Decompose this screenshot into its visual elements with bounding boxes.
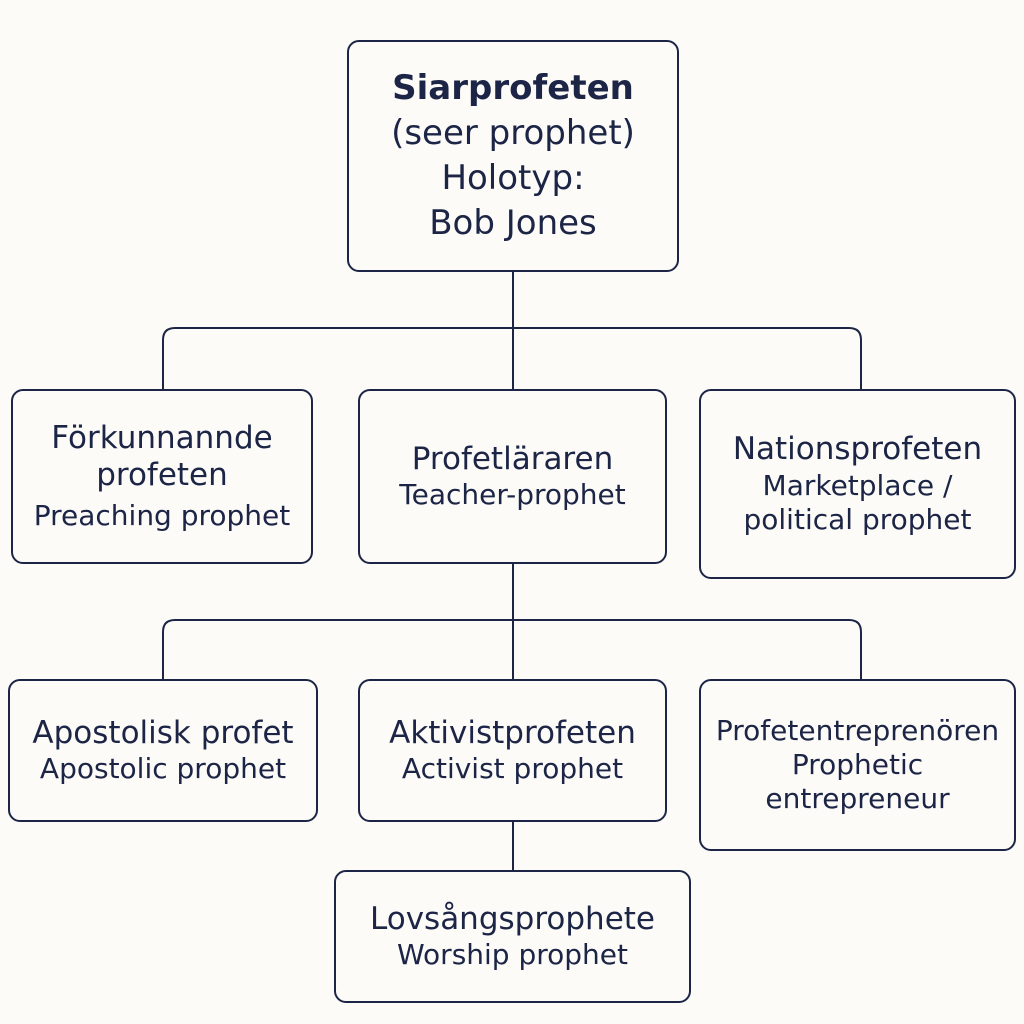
node-title: Nationsprofeten [732,430,983,467]
node-english-line2: entrepreneur [765,782,950,816]
node-english-line1: Marketplace / [762,468,953,502]
node-prophetic-entrepreneur: Profetentreprenören Prophetic entreprene… [699,679,1016,851]
node-title-line1: Förkunnannde [51,419,273,456]
node-title: Apostolisk profet [32,714,294,751]
node-title: Aktivistprofeten [389,714,636,751]
node-title: Siarprofeten [392,68,634,109]
node-nations-prophet: Nationsprofeten Marketplace / political … [699,389,1016,579]
node-teacher-prophet: Profetläraren Teacher-prophet [358,389,667,564]
holotype-name: Bob Jones [429,202,597,243]
node-activist-prophet: Aktivistprofeten Activist prophet [358,679,667,822]
node-english: Activist prophet [401,752,624,786]
node-subtitle: (seer prophet) [391,113,635,154]
node-title: Profetentreprenören [715,713,1000,747]
node-english-line1: Prophetic [791,747,924,781]
node-english: Teacher-prophet [399,478,626,512]
node-english: Worship prophet [397,938,628,972]
node-preaching-prophet: Förkunnannde profeten Preaching prophet [11,389,313,564]
connector-root-to-level1 [162,271,862,389]
node-worship-prophet: Lovsångsprophete Worship prophet [334,870,691,1003]
node-title-line2: profeten [96,457,228,494]
holotype-label: Holotyp: [441,158,585,198]
node-apostolic-prophet: Apostolisk profet Apostolic prophet [8,679,318,822]
node-english: Preaching prophet [33,499,291,533]
node-seer-prophet: Siarprofeten (seer prophet) Holotyp: Bob… [347,40,679,272]
node-english: Apostolic prophet [39,752,287,786]
node-title: Profetläraren [411,440,614,477]
connector-teacher-to-level2 [162,563,862,679]
node-english-line2: political prophet [743,502,972,536]
node-title: Lovsångsprophete [370,900,655,937]
